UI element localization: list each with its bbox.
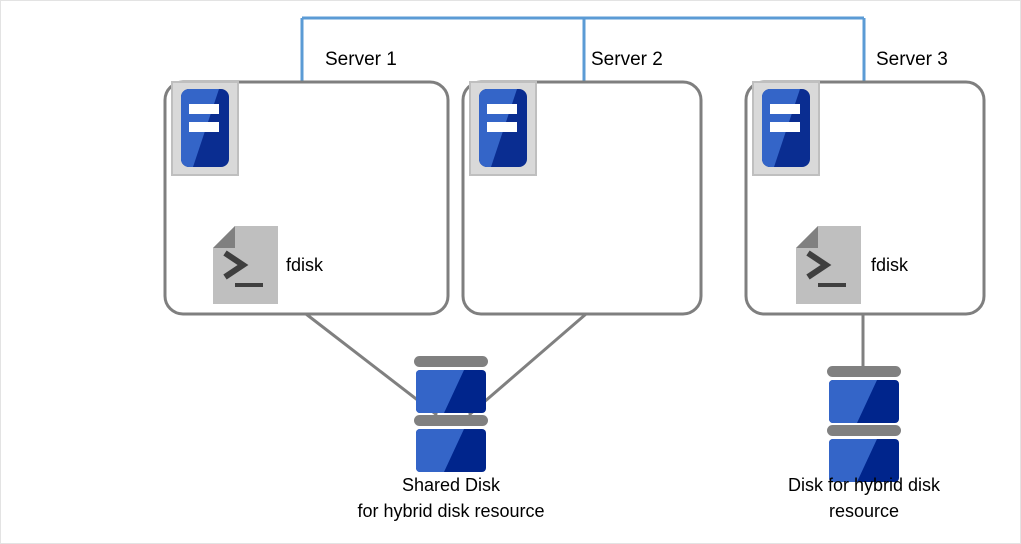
fdisk-label-server-3: fdisk bbox=[871, 255, 909, 275]
server-icon bbox=[171, 81, 239, 176]
disk-stack-icon bbox=[827, 366, 901, 482]
fdisk-label-server-1: fdisk bbox=[286, 255, 324, 275]
shared-disk-caption-line2: for hybrid disk resource bbox=[357, 501, 545, 521]
disk-connector-lines bbox=[305, 312, 865, 417]
server-icon bbox=[469, 81, 537, 176]
hybrid-disk-caption-line2: resource bbox=[828, 501, 900, 521]
hybrid-disk-caption-line1: Disk for hybrid disk bbox=[787, 475, 941, 495]
server-2-label: Server 2 bbox=[591, 49, 663, 70]
fdisk-script-icon bbox=[796, 226, 861, 304]
shared-disk-caption-line1: Shared Disk bbox=[401, 475, 501, 495]
server-icon bbox=[752, 81, 820, 176]
network-bus bbox=[300, 16, 866, 82]
disk-stack-icon bbox=[414, 356, 488, 472]
server-3-label: Server 3 bbox=[876, 49, 948, 70]
server-1-label: Server 1 bbox=[325, 49, 397, 70]
fdisk-script-icon bbox=[213, 226, 278, 304]
